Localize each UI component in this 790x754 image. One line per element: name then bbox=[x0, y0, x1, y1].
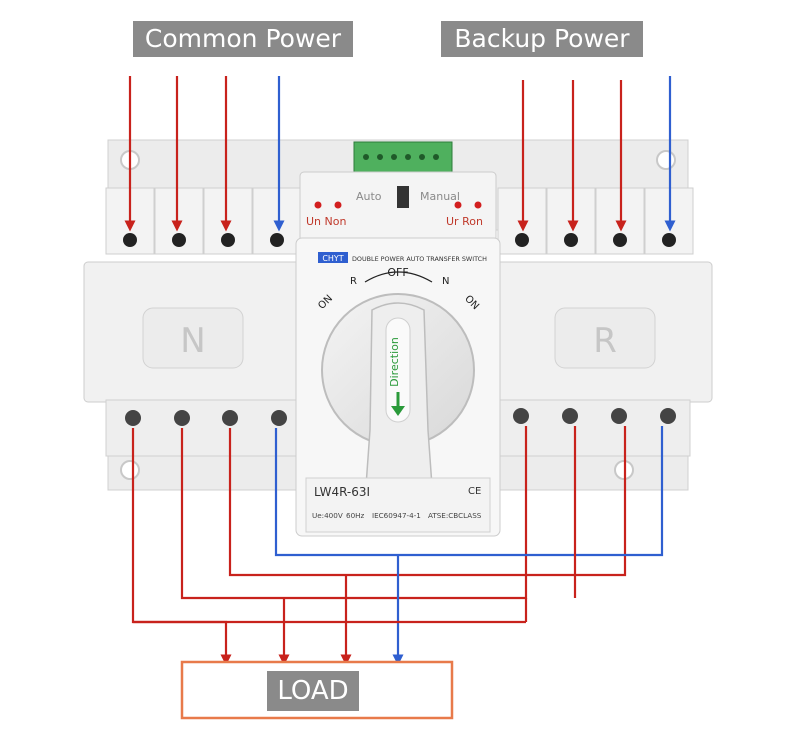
output-wire-3a bbox=[228, 426, 627, 577]
bottom-terminals bbox=[125, 408, 676, 426]
spec-iec: IEC60947-4-1 bbox=[372, 511, 421, 520]
brand-badge bbox=[318, 252, 348, 263]
load-label: LOAD bbox=[267, 671, 359, 711]
device-title: DOUBLE POWER AUTO TRANSFER SWITCH bbox=[352, 255, 487, 263]
spec-class: ATSE:CBCLASS bbox=[428, 511, 482, 520]
spec-hz: 60Hz bbox=[346, 511, 365, 520]
top-terminals-common bbox=[105, 187, 302, 255]
output-wire-2a bbox=[180, 426, 528, 600]
n-dir-label: N bbox=[442, 276, 449, 287]
brand-label: CHYT bbox=[322, 254, 343, 263]
r-dir-label: R bbox=[350, 276, 357, 287]
manual-label: Manual bbox=[420, 190, 460, 203]
output-wires bbox=[131, 426, 664, 666]
r-side-plate bbox=[554, 307, 656, 369]
auto-label: Auto bbox=[356, 190, 382, 203]
center-module: Auto Manual Un Non Ur Ron CHYT DOUBLE PO… bbox=[295, 141, 501, 537]
spec-ue: Ue:400V bbox=[312, 511, 343, 520]
direction-label: Direction bbox=[388, 337, 401, 387]
ur-ron-label: Ur Ron bbox=[446, 215, 483, 228]
output-neutral-a bbox=[274, 426, 664, 557]
side-r-label: R bbox=[593, 321, 617, 361]
top-terminals-backup bbox=[497, 187, 694, 255]
un-non-label: Un Non bbox=[306, 215, 346, 228]
common-power-label: Common Power bbox=[133, 21, 353, 57]
model-label: LW4R-63I bbox=[314, 485, 370, 499]
input-wires bbox=[124, 76, 676, 232]
ce-mark: CE bbox=[468, 486, 481, 497]
n-side-plate bbox=[142, 307, 244, 369]
backup-power-label: Backup Power bbox=[441, 21, 643, 57]
side-n-label: N bbox=[180, 321, 205, 361]
auto-manual-slider[interactable] bbox=[397, 186, 409, 208]
